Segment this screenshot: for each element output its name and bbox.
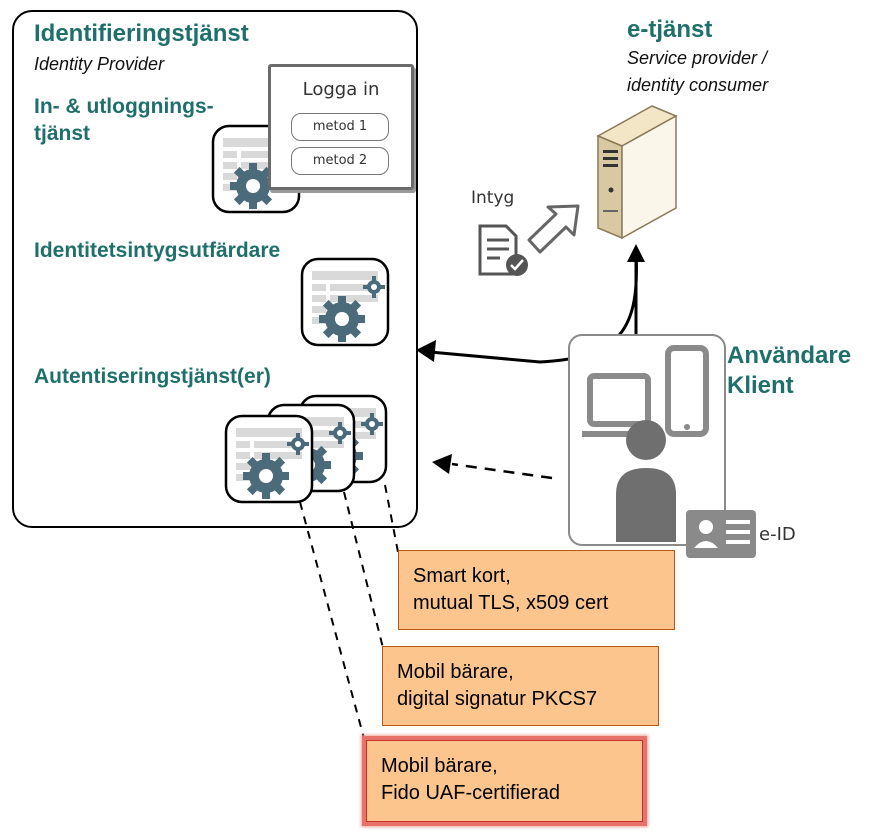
dashed-link-fido: [299, 501, 366, 743]
method-pkcs7-line1: Mobil bärare,: [397, 661, 514, 683]
method-smartcard-line2: mutual TLS, x509 cert: [413, 592, 609, 614]
auth-services-label: Autentiseringstjänst(er): [34, 365, 271, 388]
assertion-label: Intyg: [471, 188, 515, 208]
method-fido-line1: Mobil bärare,: [381, 755, 498, 777]
auth-service-1-gear-icon: [224, 414, 314, 504]
method-box-pkcs7: Mobil bärare, digital signatur PKCS7: [382, 646, 659, 726]
server-icon: [596, 105, 678, 240]
method-smartcard-line1: Smart kort,: [413, 565, 511, 587]
assertion-document-icon: [478, 224, 528, 276]
method-2-button[interactable]: metod 2: [291, 147, 389, 175]
person-icon: [616, 420, 676, 542]
method-box-smartcard: Smart kort, mutual TLS, x509 cert: [398, 550, 675, 630]
user-to-eservice-arrowhead: [627, 244, 645, 262]
assertion-issuer-gear-icon: [300, 257, 390, 347]
user-label: Användare: [727, 342, 852, 369]
assertion-arrow-icon: [527, 204, 580, 254]
auth-dashed-arrowhead: [432, 454, 452, 474]
eservice-subtitle-line1: Service provider /: [627, 48, 768, 68]
eid-label: e-ID: [759, 524, 796, 545]
eservice-title: e-tjänst: [627, 16, 713, 43]
assertion-issuer-label: Identitetsintygsutfärdare: [34, 239, 281, 262]
user-client-icons: [582, 345, 756, 558]
eid-card-icon: [686, 510, 756, 558]
dashed-link-pkcs7: [343, 491, 384, 649]
dashed-link-smartcard: [384, 484, 399, 553]
method-1-button[interactable]: metod 1: [291, 113, 389, 141]
login-panel: Logga in metod 1 metod 2: [268, 64, 414, 190]
idp-title: Identifieringstjänst: [34, 20, 249, 47]
method-fido-line2: Fido UAF-certifierad: [381, 782, 560, 804]
method-pkcs7-line2: digital signatur PKCS7: [397, 688, 598, 710]
phone-icon: [665, 345, 709, 437]
idp-subtitle: Identity Provider: [34, 54, 165, 74]
redirect-arrowhead: [416, 340, 436, 362]
login-panel-title: Logga in: [302, 79, 380, 100]
login-service-label-line1: In- & utloggnings-: [34, 95, 214, 118]
client-label: Klient: [727, 372, 794, 399]
method-box-fido: Mobil bärare, Fido UAF-certifierad: [366, 740, 643, 822]
eservice-subtitle-line2: identity consumer: [627, 75, 769, 95]
login-service-label-line2: tjänst: [34, 122, 91, 145]
auth-dashed-arrow: [451, 462, 553, 480]
